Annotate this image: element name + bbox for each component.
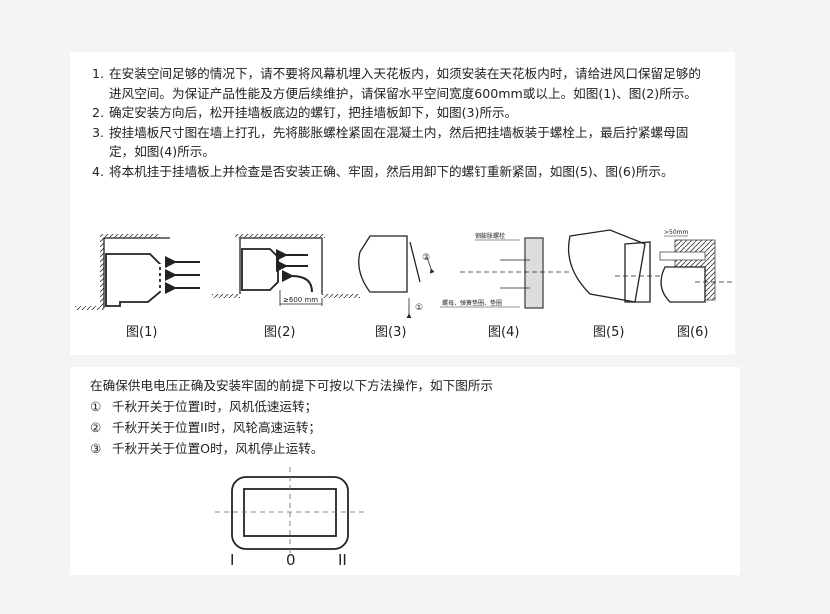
fig6-dimension: >50mm [664, 229, 689, 236]
figure-2-drawing [212, 234, 360, 306]
installation-steps: 1.在安装空间足够的情况下，请不要将风幕机埋入天花板内，如须安装在天花板内时，请… [92, 64, 712, 182]
figure-2-caption: 图(2) [264, 325, 296, 340]
figure-6-drawing [659, 235, 735, 303]
fig4-nut-label: 螺母、弹簧垫圈、垫圈 [442, 299, 502, 307]
installation-figures: ≥600 mm ② ① 钢膨胀螺栓 螺母、弹簧垫圈、垫圈 >50mm 图(1) … [70, 222, 735, 352]
switch-position-0: 0 [286, 551, 296, 569]
figure-3-caption: 图(3) [375, 325, 407, 340]
step-3: 3.按挂墙板尺寸图在墙上打孔，先将膨胀螺栓紧固在混凝土内，然后把挂墙板装于螺栓上… [92, 124, 689, 160]
switch-position-ii: II [338, 551, 347, 569]
figure-5-drawing [567, 229, 670, 303]
fig3-step-mark-1: ① [415, 303, 423, 313]
installation-panel: 1.在安装空间足够的情况下，请不要将风幕机埋入天花板内，如须安装在天花板内时，请… [70, 52, 735, 355]
figure-1-drawing [75, 234, 200, 310]
step-1: 1.在安装空间足够的情况下，请不要将风幕机埋入天花板内，如须安装在天花板内时，请… [92, 66, 701, 101]
fig3-step-mark-2: ② [422, 253, 430, 263]
step-4: 4.将本机挂于挂墙板上并检查是否安装正确、牢固，然后用卸下的螺钉重新紧固，如图(… [92, 163, 674, 179]
rocker-switch-diagram [215, 467, 365, 557]
figure-6-caption: 图(6) [677, 325, 709, 340]
figure-4-drawing [440, 237, 570, 309]
figure-1-caption: 图(1) [126, 325, 158, 340]
figure-4-caption: 图(4) [488, 325, 520, 340]
fig2-dimension: ≥600 mm [283, 296, 318, 304]
switch-intro: 在确保供电电压正确及安装牢固的前提下可按以下方法操作，如下图所示 [90, 378, 493, 393]
switch-position-i: I [230, 551, 235, 569]
step-2: 2.确定安装方向后，松开挂墙板底边的螺钉，把挂墙板卸下，如图(3)所示。 [92, 105, 518, 121]
figures-drawing: ≥600 mm ② ① 钢膨胀螺栓 螺母、弹簧垫圈、垫圈 >50mm [75, 229, 735, 318]
figure-5-caption: 图(5) [593, 325, 625, 340]
figure-3-drawing [358, 235, 435, 318]
fig4-bolt-label: 钢膨胀螺栓 [475, 232, 505, 240]
